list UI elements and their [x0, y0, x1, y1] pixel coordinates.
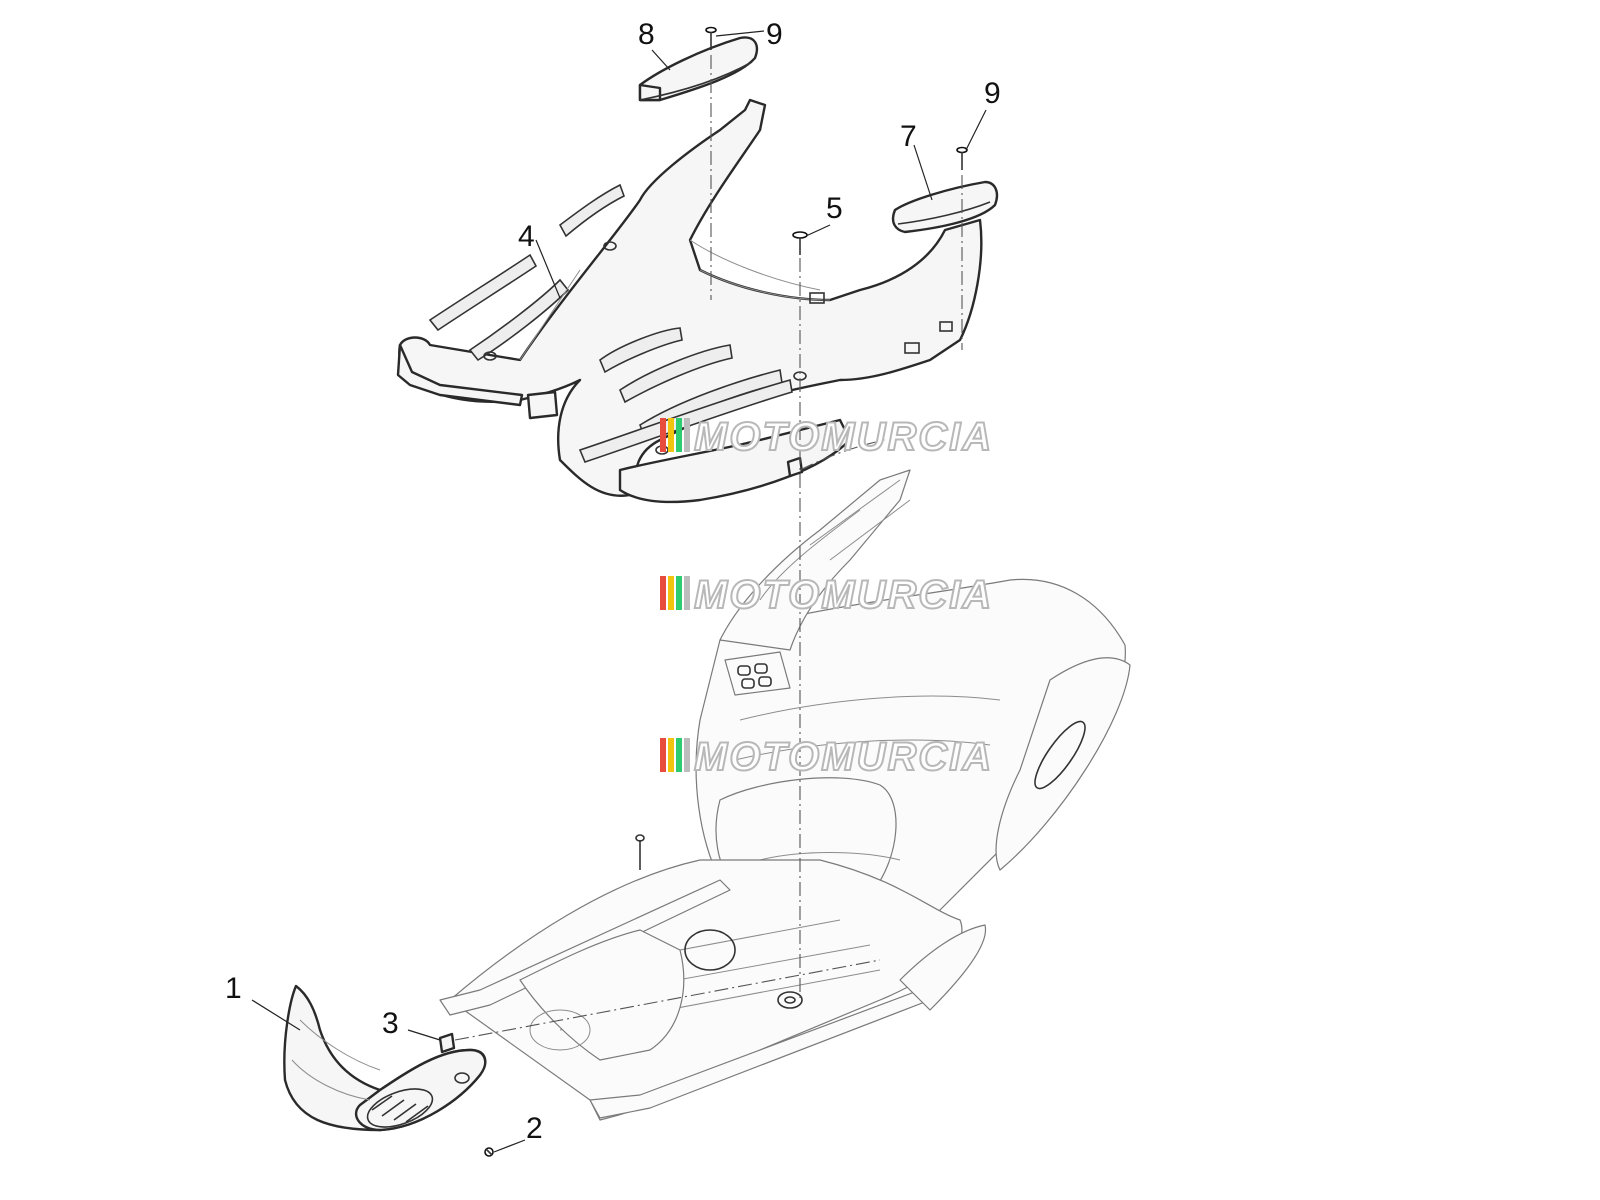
callout-9-top: 9	[766, 18, 783, 51]
callout-9-right: 9	[984, 77, 1001, 110]
callout-4: 4	[518, 220, 535, 253]
part-4-footrest-mat	[396, 98, 983, 504]
callout-1: 1	[225, 972, 242, 1005]
watermark-stripe-green	[676, 738, 682, 772]
watermark-stripe-gray	[684, 418, 690, 452]
watermark-stripe-yellow	[668, 738, 674, 772]
watermark-stripe-yellow	[668, 576, 674, 610]
watermark-stripe-red	[660, 576, 666, 610]
assembly-lines	[454, 55, 963, 1041]
callout-5: 5	[826, 192, 843, 225]
part-8-rubber-pad	[638, 36, 759, 102]
part-9-screw-right	[956, 146, 968, 170]
scooter-frame	[439, 469, 1131, 1121]
watermark-2: MOTOMURCIA	[660, 572, 993, 618]
watermark-text: MOTOMURCIA	[694, 573, 993, 617]
part-2-screw	[484, 1147, 494, 1157]
callout-7: 7	[900, 120, 917, 153]
part-7-rubber-pad	[891, 180, 999, 234]
watermark-1: MOTOMURCIA	[660, 414, 993, 460]
leader-lines	[251, 30, 987, 1153]
watermark-stripe-red	[660, 738, 666, 772]
callout-2: 2	[526, 1112, 543, 1145]
callout-numbers: 1 2 3 4 5 7 8 9 9	[225, 18, 1001, 1145]
clip-nut-center	[786, 456, 804, 478]
mat-grooves	[428, 183, 793, 463]
part-3-clip-nut	[438, 1032, 456, 1054]
callout-8: 8	[638, 18, 655, 51]
part-9-screw-top	[705, 26, 717, 50]
watermark-stripe-red	[660, 418, 666, 452]
watermark-stripe-green	[676, 418, 682, 452]
watermark-stripe-gray	[684, 738, 690, 772]
watermark-stripe-yellow	[668, 418, 674, 452]
part-5-screw	[792, 231, 808, 255]
callout-3: 3	[382, 1007, 399, 1040]
part-1-front-cover	[283, 984, 487, 1132]
watermark-text: MOTOMURCIA	[694, 415, 993, 459]
watermark-text: MOTOMURCIA	[694, 735, 993, 779]
watermark-stripe-green	[676, 576, 682, 610]
watermark-stripe-gray	[684, 576, 690, 610]
watermark-3: MOTOMURCIA	[660, 734, 993, 780]
